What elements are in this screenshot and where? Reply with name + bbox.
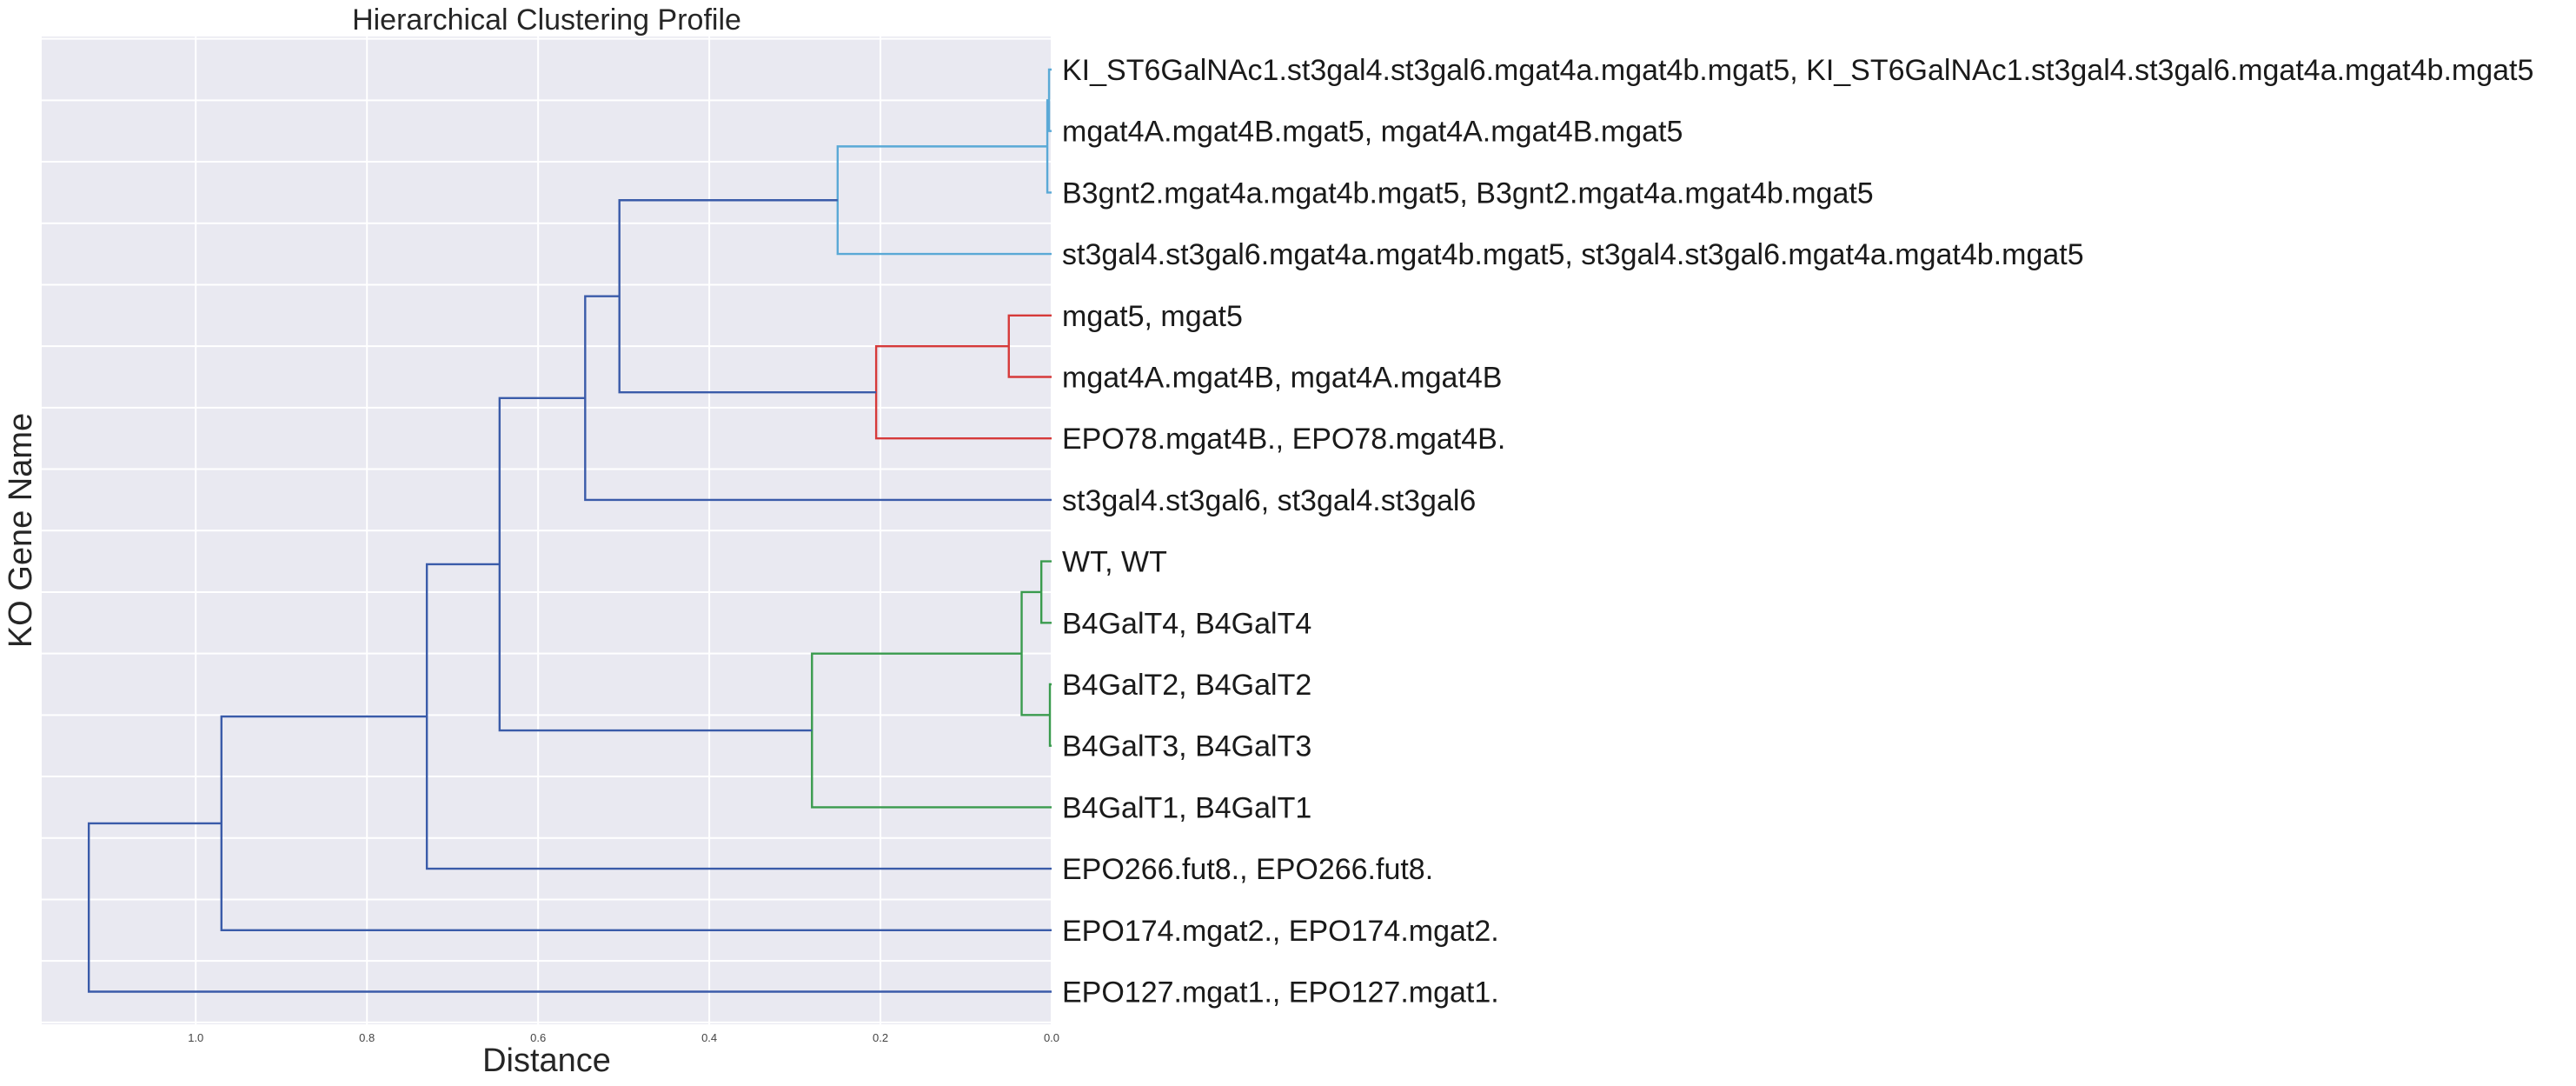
dendrogram-link	[87, 822, 1052, 993]
dendrogram-link	[425, 563, 1052, 870]
leaf-label: B3gnt2.mgat4a.mgat4b.mgat5, B3gnt2.mgat4…	[1062, 177, 1874, 210]
leaf-label: mgat4A.mgat4B.mgat5, mgat4A.mgat4B.mgat5	[1062, 116, 1683, 149]
dendrogram-link	[584, 295, 1052, 502]
chart-title: Hierarchical Clustering Profile	[352, 3, 741, 37]
x-tick-label: 0.6	[530, 1031, 546, 1044]
dendrogram-link	[836, 145, 1052, 256]
x-tick-label: 0.2	[873, 1031, 888, 1044]
leaf-label: B4GalT3, B4GalT3	[1062, 730, 1311, 763]
leaf-label: KI_ST6GalNAc1.st3gal4.st3gal6.mgat4a.mga…	[1062, 54, 2533, 87]
leaf-label: B4GalT1, B4GalT1	[1062, 791, 1311, 824]
y-axis-label: KO Gene Name	[3, 413, 39, 648]
leaf-label: EPO127.mgat1., EPO127.mgat1.	[1062, 976, 1499, 1009]
leaf-label: EPO266.fut8., EPO266.fut8.	[1062, 853, 1433, 886]
x-tick-label: 0.8	[359, 1031, 375, 1044]
x-axis-label: Distance	[482, 1043, 611, 1079]
leaf-label: st3gal4.st3gal6, st3gal4.st3gal6	[1062, 484, 1476, 517]
x-tick-label: 1.0	[188, 1031, 203, 1044]
x-tick-label: 0.0	[1044, 1031, 1059, 1044]
leaf-label: B4GalT2, B4GalT2	[1062, 669, 1311, 702]
leaf-label: B4GalT4, B4GalT4	[1062, 607, 1311, 640]
leaf-label: EPO78.mgat4B., EPO78.mgat4B.	[1062, 423, 1505, 456]
x-axis-ticks: 1.0 0.8 0.6 0.4 0.2 0.0	[188, 1031, 1059, 1044]
leaf-label: st3gal4.st3gal6.mgat4a.mgat4b.mgat5, st3…	[1062, 238, 2084, 271]
x-tick-label: 0.4	[701, 1031, 717, 1044]
dendrogram-link	[1047, 68, 1052, 132]
dendrogram-link	[874, 344, 1052, 440]
leaf-label: mgat5, mgat5	[1062, 300, 1243, 333]
grid-lines	[42, 37, 1052, 1024]
leaf-label: WT, WT	[1062, 546, 1167, 579]
leaf-label: mgat4A.mgat4B, mgat4A.mgat4B	[1062, 362, 1502, 395]
leaf-label: EPO174.mgat2., EPO174.mgat2.	[1062, 915, 1499, 948]
dendrogram-link	[1046, 99, 1052, 194]
leaf-labels: KI_ST6GalNAc1.st3gal4.st3gal6.mgat4a.mga…	[1062, 54, 2533, 1009]
dendrogram-links	[87, 68, 1052, 993]
dendrogram-link	[220, 715, 1052, 931]
